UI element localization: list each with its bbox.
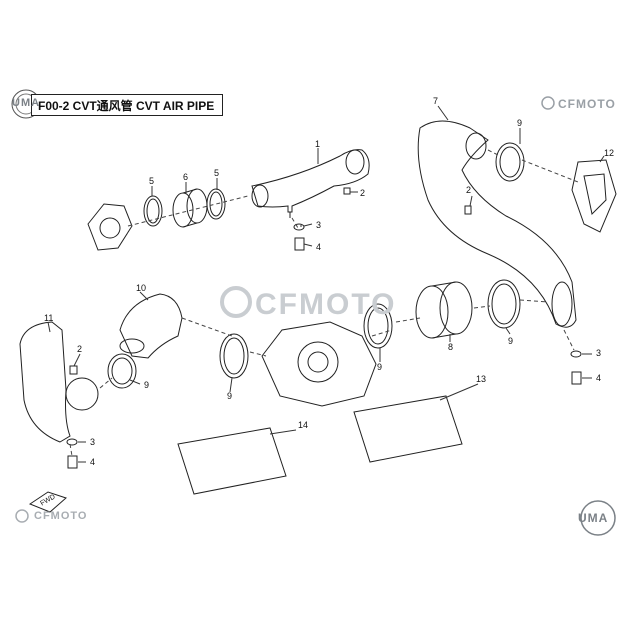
- brand-bottom-left: CFMOTO: [34, 510, 88, 522]
- diagram-title: F00-2 CVT通风管 CVT AIR PIPE: [38, 98, 215, 113]
- part-5-clamp-right: [206, 188, 226, 220]
- callout-2-right: 2: [466, 185, 472, 195]
- part-3-clip-top: [293, 223, 305, 231]
- brand-watermark: CFMOTO: [255, 288, 397, 321]
- assembly-lines: [69, 149, 579, 457]
- part-2-bolt-top: [343, 187, 351, 195]
- callout-9-top: 9: [517, 118, 523, 128]
- fwd-arrow-icon: [28, 491, 67, 513]
- brand-top-left-sub: UMA: [12, 97, 41, 109]
- part-7-large-pipe: [417, 120, 577, 328]
- callout-3-left: 3: [90, 437, 96, 447]
- cfmoto-logo-icon: [541, 96, 555, 110]
- callout-2: 2: [360, 188, 366, 198]
- part-9-clamp-top: [495, 142, 525, 182]
- callout-3: 3: [316, 220, 322, 230]
- callout-9-center: 9: [227, 391, 233, 401]
- callout-12: 12: [604, 148, 615, 158]
- part-14-sheet: [177, 427, 287, 495]
- part-6-sleeve: [172, 188, 208, 228]
- part-3-clip-left: [66, 438, 78, 446]
- callout-6: 6: [183, 172, 189, 182]
- callout-3-right: 3: [596, 348, 602, 358]
- callout-4: 4: [316, 242, 322, 252]
- callout-1: 1: [315, 139, 321, 149]
- intake-flange: [87, 203, 133, 251]
- part-1-pipe: [251, 149, 370, 218]
- callout-7: 7: [433, 96, 439, 106]
- callout-14: 14: [298, 420, 309, 430]
- part-3-clip-right: [570, 350, 582, 358]
- part-10-elbow: [119, 293, 183, 359]
- part-9-clamp-left: [107, 353, 137, 389]
- callout-9-left: 9: [144, 380, 150, 390]
- part-9-clamp-right: [487, 279, 521, 329]
- callout-13: 13: [476, 374, 487, 384]
- part-5-clamp-left: [143, 195, 163, 227]
- part-2-bolt-left: [69, 365, 78, 375]
- callout-9-right: 9: [508, 336, 514, 346]
- callout-5-left: 5: [149, 176, 155, 186]
- part-9-clamp-center: [219, 333, 249, 379]
- leader-lines: [47, 105, 605, 463]
- callout-2-left: 2: [77, 344, 83, 354]
- diagram-title-box: F00-2 CVT通风管 CVT AIR PIPE: [31, 94, 223, 116]
- part-4-plug-right: [571, 371, 582, 385]
- brand-bottom-right-sub: UMA: [578, 511, 609, 525]
- part-8-boot: [415, 281, 473, 339]
- uma-bottom-logo-icon: [580, 500, 616, 536]
- cfmoto-watermark-icon: [220, 286, 252, 318]
- part-9-clamp-mid: [363, 303, 393, 349]
- part-4-plug-top: [294, 237, 305, 251]
- brand-top-right: CFMOTO: [558, 97, 616, 111]
- callout-4-left: 4: [90, 457, 96, 467]
- part-11-housing: [19, 321, 99, 443]
- part-12-flange: [571, 159, 617, 233]
- callout-8: 8: [448, 342, 454, 352]
- callout-4-right: 4: [596, 373, 602, 383]
- cfmoto-bottom-logo-icon: [15, 509, 29, 523]
- part-2-bolt-right: [464, 205, 472, 215]
- cvt-cover: [261, 321, 377, 407]
- part-4-plug-left: [67, 455, 78, 469]
- callout-5-right: 5: [214, 168, 220, 178]
- part-13-sheet: [353, 395, 463, 463]
- callout-10: 10: [136, 283, 147, 293]
- callout-9-mid: 9: [377, 362, 383, 372]
- callout-11: 11: [44, 313, 54, 323]
